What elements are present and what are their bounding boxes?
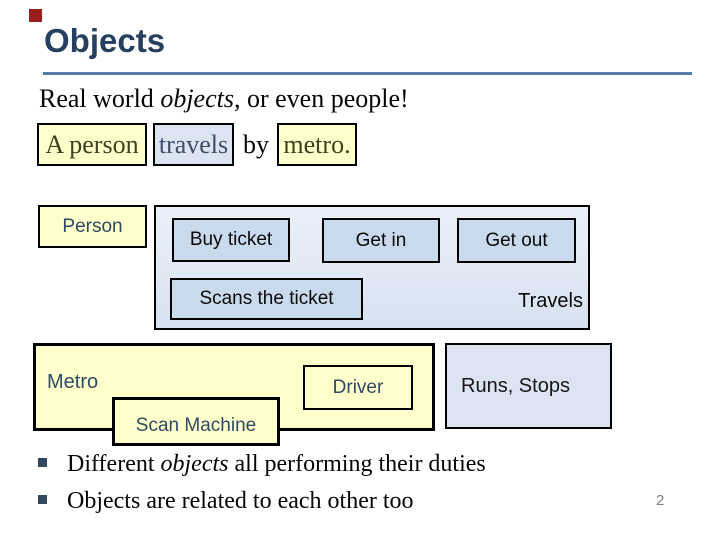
bullet-item-2: Objects are related to each other too: [37, 486, 486, 516]
scans-ticket-box: Scans the ticket: [170, 278, 363, 320]
bullet-1-italic: objects: [160, 451, 229, 477]
person-box: Person: [38, 205, 147, 248]
example-connector-text: by: [243, 129, 269, 159]
example-person-box: A person: [37, 123, 147, 166]
intro-sentence-post: , or even people!: [233, 84, 409, 113]
bullet-1-post: all performing their duties: [228, 451, 486, 477]
bullet-1-pre: Different: [67, 451, 161, 477]
travels-label: Travels: [518, 290, 583, 312]
scan-machine-box: Scan Machine: [112, 397, 280, 446]
bullet-2-text: Objects are related to each other too: [67, 486, 414, 516]
bullet-item-1: Different objects all performing their d…: [37, 449, 486, 479]
get-out-box: Get out: [457, 218, 576, 263]
intro-sentence-italic: objects: [160, 84, 234, 113]
bullet-2-pre: Objects are related to each other too: [67, 488, 414, 514]
buy-ticket-box: Buy ticket: [172, 218, 290, 262]
bullet-square-icon: [38, 495, 47, 504]
bullet-1-text: Different objects all performing their d…: [67, 449, 486, 479]
runs-stops-box: Runs, Stops: [445, 343, 612, 429]
example-object-box: metro.: [277, 123, 357, 166]
metro-label: Metro: [47, 371, 99, 393]
example-sentence-row: A person travels by metro.: [37, 123, 357, 166]
driver-box: Driver: [303, 365, 413, 410]
bullet-square-icon: [38, 458, 47, 467]
bullet-list: Different objects all performing their d…: [37, 449, 486, 523]
example-verb-box: travels: [153, 123, 234, 166]
intro-sentence: Real world objects, or even people!: [39, 84, 409, 114]
red-accent-square: [29, 9, 42, 22]
page-number: 2: [656, 492, 665, 509]
title-underline: [43, 72, 692, 75]
intro-sentence-pre: Real world: [39, 84, 161, 113]
page-title: Objects: [44, 22, 166, 59]
get-in-box: Get in: [322, 218, 440, 263]
